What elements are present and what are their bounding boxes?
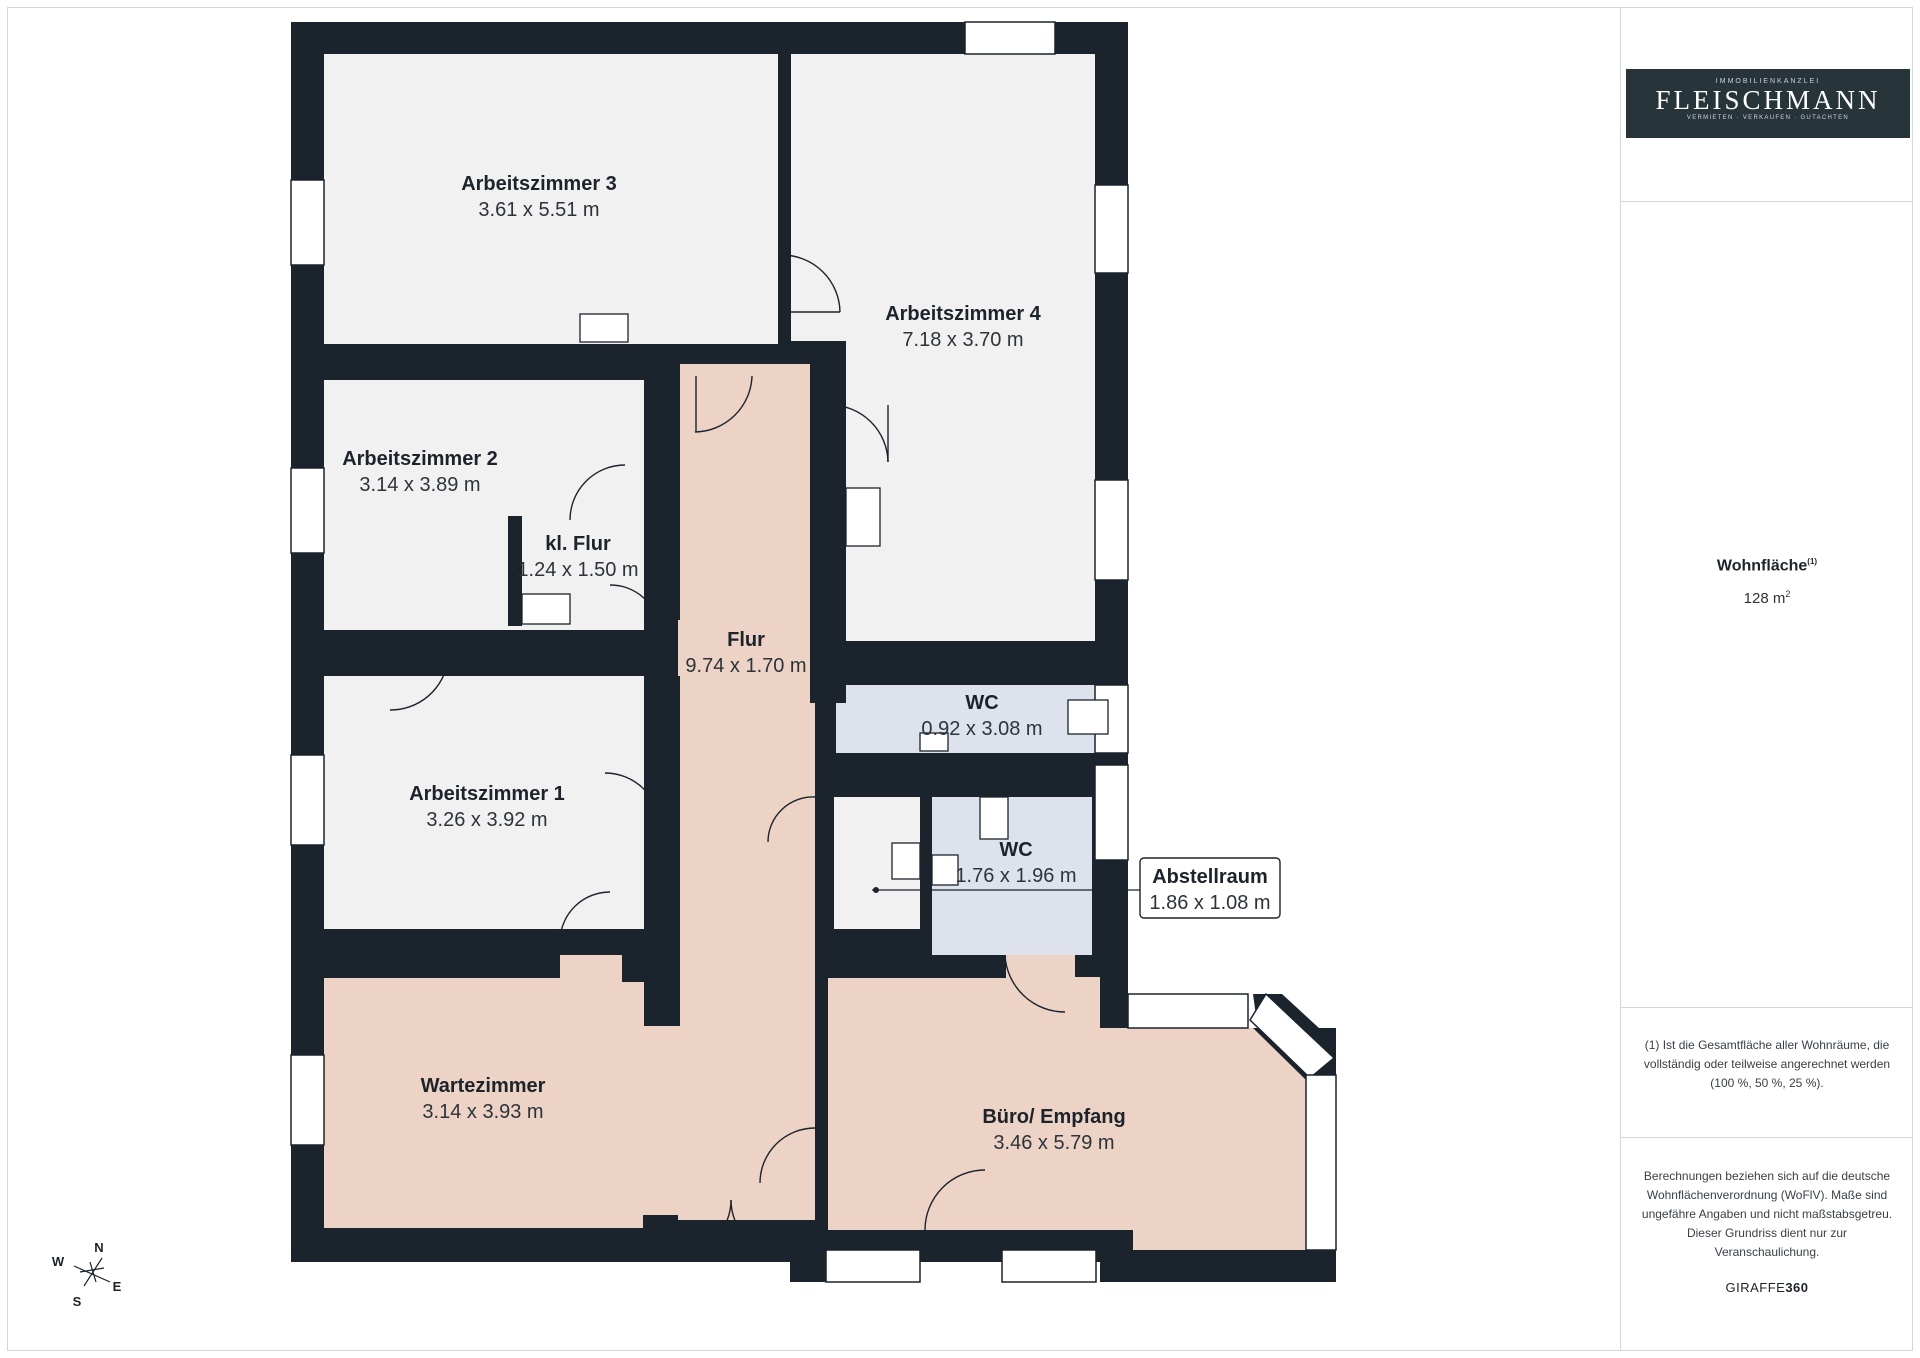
room-dimensions: 1.76 x 1.96 m: [955, 865, 1076, 887]
page-frame: [7, 7, 1913, 1351]
room-name: Flur: [727, 629, 765, 651]
door-arc: [609, 584, 661, 631]
room-name: kl. Flur: [545, 533, 611, 555]
room-dimensions: 3.46 x 5.79 m: [993, 1132, 1114, 1154]
room-name: Abstellraum: [1152, 866, 1268, 888]
logo-tagline-bottom: VERMIETEN · VERKAUFEN · GUTACHTEN: [1686, 115, 1850, 121]
compass-icon: N E S W: [52, 1240, 122, 1309]
logo-name: FLEISCHMANN: [1655, 85, 1881, 115]
room-flur: [660, 364, 815, 1220]
info-sidebar: IMMOBILIENKANZLEI FLEISCHMANN VERMIETEN …: [1620, 7, 1913, 1351]
room-dimensions: 3.14 x 3.89 m: [359, 474, 480, 496]
doors: [389, 254, 1066, 1256]
room-dimensions: 3.14 x 3.93 m: [422, 1101, 543, 1123]
living-area-value: 128 m2: [1621, 589, 1913, 607]
window: [1094, 764, 1129, 861]
window: [1094, 479, 1129, 581]
living-area-value-text: 128 m: [1743, 590, 1786, 608]
floor-plan: Arbeitszimmer 3 3.61 x 5.51 m Arbeitszim…: [52, 21, 1337, 1309]
door-arc: [389, 659, 449, 711]
room-arbeitszimmer-3: [324, 54, 778, 344]
room-name: Arbeitszimmer 1: [409, 783, 565, 805]
room-wc-2: [932, 767, 1092, 955]
interior-walls: [508, 341, 1112, 1026]
window: [1127, 993, 1249, 1029]
radiator-icon: [845, 487, 881, 547]
compass-west: W: [52, 1254, 65, 1269]
toilet-icon: [1067, 699, 1109, 735]
compass-east: E: [113, 1279, 122, 1294]
room-arbeitszimmer-1: [324, 676, 644, 929]
window: [290, 1054, 325, 1146]
toilet-icon: [979, 796, 1009, 840]
door-arc: [924, 1169, 986, 1231]
room-arbeitszimmer-4-lower: [846, 341, 1095, 641]
brand-part-2: 360: [1785, 1280, 1809, 1295]
room-dimensions: 1.86 x 1.08 m: [1149, 892, 1270, 914]
living-area-footnote-mark: (1): [1807, 557, 1818, 566]
disclaimer-block: Berechnungen beziehen sich auf die deuts…: [1621, 1155, 1913, 1297]
door-arc: [569, 464, 626, 521]
door-arc: [767, 796, 816, 843]
living-area-unit-exponent: 2: [1785, 589, 1791, 600]
radiator-icon: [521, 593, 571, 625]
room-dimensions: 3.26 x 3.92 m: [426, 809, 547, 831]
room-name: Büro/ Empfang: [982, 1106, 1125, 1128]
compass-south: S: [73, 1294, 82, 1309]
living-area-label-text: Wohnfläche: [1716, 557, 1808, 575]
room-name: WC: [965, 692, 998, 714]
room-labels: Arbeitszimmer 3 3.61 x 5.51 m Arbeitszim…: [342, 173, 1125, 1154]
door-arc: [675, 1199, 732, 1256]
room-name: Arbeitszimmer 4: [885, 303, 1041, 325]
window: [290, 179, 325, 266]
window: [290, 467, 325, 554]
living-area-label: Wohnfläche(1): [1621, 557, 1913, 575]
fixtures: [521, 313, 1109, 886]
window: [1094, 184, 1129, 274]
rooms: [324, 54, 1306, 1250]
room-dimensions: 1.24 x 1.50 m: [517, 559, 638, 581]
company-logo: IMMOBILIENKANZLEI FLEISCHMANN VERMIETEN …: [1626, 69, 1910, 138]
window: [1305, 1074, 1337, 1251]
living-area: Wohnfläche(1) 128 m2: [1621, 557, 1913, 607]
compass-north: N: [94, 1240, 103, 1255]
sink-icon: [891, 842, 921, 880]
door-arc: [559, 891, 611, 941]
footnote: (1) Ist die Gesamtfläche aller Wohnräume…: [1621, 1007, 1913, 1138]
door-arc: [604, 772, 661, 831]
sink-icon: [919, 732, 949, 752]
room-name: Arbeitszimmer 2: [342, 448, 498, 470]
room-name: Arbeitszimmer 3: [461, 173, 617, 195]
window: [825, 1249, 921, 1283]
window: [1001, 1249, 1097, 1283]
logo-area: IMMOBILIENKANZLEI FLEISCHMANN VERMIETEN …: [1621, 7, 1913, 202]
window: [964, 21, 1056, 55]
room-wartezimmer: [324, 955, 660, 1228]
disclaimer: Berechnungen beziehen sich auf die deuts…: [1641, 1169, 1893, 1259]
brand-logo: GIRAFFE360: [1641, 1278, 1893, 1297]
room-arbeitszimmer-4: [791, 54, 1095, 341]
door-arc: [829, 404, 889, 463]
door-arc: [759, 1127, 816, 1184]
room-dimensions: 0.92 x 3.08 m: [921, 718, 1042, 740]
door-arc: [1004, 954, 1066, 1013]
room-dimensions: 7.18 x 3.70 m: [902, 329, 1023, 351]
sink-icon: [931, 854, 959, 886]
radiator-icon: [579, 313, 629, 343]
room-dimensions: 3.61 x 5.51 m: [478, 199, 599, 221]
window: [290, 754, 325, 846]
door-arc: [694, 375, 753, 433]
abstellraum-callout: Abstellraum 1.86 x 1.08 m: [872, 857, 1281, 919]
room-dimensions: 9.74 x 1.70 m: [685, 655, 806, 677]
room-name: Wartezimmer: [421, 1075, 546, 1097]
windows: [290, 21, 1337, 1283]
brand-part-1: GIRAFFE: [1725, 1280, 1786, 1295]
door-arc: [781, 254, 841, 313]
logo-tagline-top: IMMOBILIENKANZLEI: [1715, 78, 1821, 85]
room-name: WC: [999, 839, 1032, 861]
door-arc: [730, 1199, 787, 1256]
